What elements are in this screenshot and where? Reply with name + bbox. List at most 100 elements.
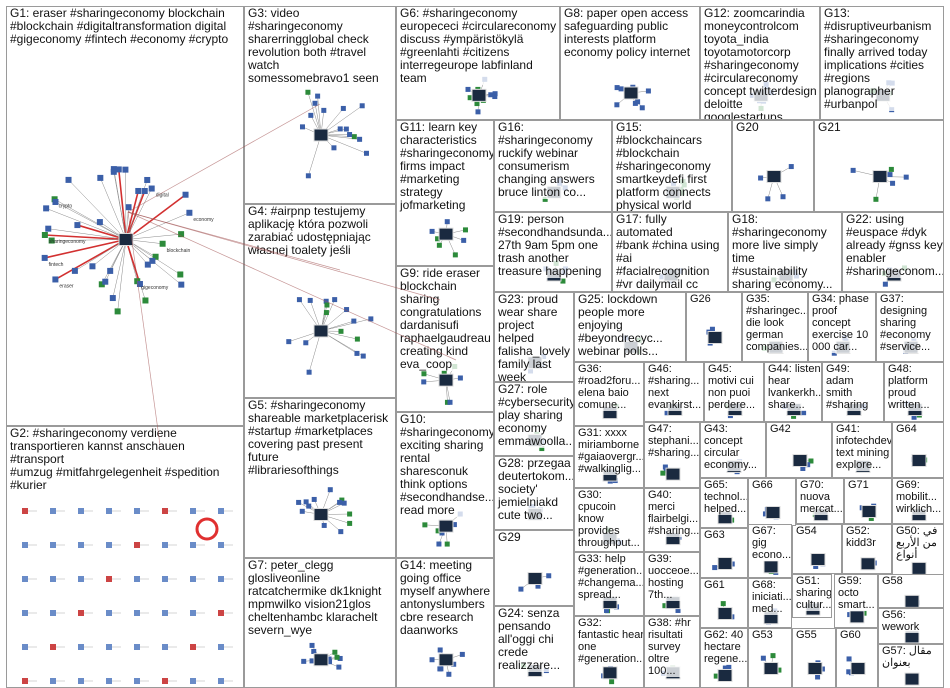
hub-node — [872, 170, 888, 183]
group-panel-g63: G63 — [700, 528, 748, 578]
node — [343, 126, 349, 132]
group-label-g5: G5: #sharingeconomy shareable marketplac… — [247, 399, 395, 477]
group-panel-g11: G11: learn key characteristics #sharinge… — [396, 120, 494, 266]
node — [22, 542, 28, 548]
group-label-g4: G4: #airpnp testujemy aplikację która po… — [247, 204, 372, 257]
node — [102, 278, 109, 285]
group-label-g15: G15: #blockchaincars #blockchain #sharin… — [615, 121, 731, 211]
cluster-graph-g61 — [717, 601, 735, 620]
cluster-graph-g47 — [660, 464, 681, 481]
node — [312, 100, 318, 106]
node — [791, 413, 797, 419]
cluster-graph-g63 — [712, 557, 735, 571]
cluster-graph-g21 — [850, 166, 909, 202]
node — [162, 542, 168, 548]
group-label-g59: G59: octo smart... — [837, 575, 876, 611]
cluster-graph-g42 — [792, 454, 814, 471]
node — [98, 281, 105, 288]
node — [162, 678, 168, 684]
group-panel-g4: G4: #airpnp testujemy aplikację która po… — [244, 204, 396, 398]
hub-node — [765, 506, 781, 519]
node — [178, 231, 185, 238]
node — [762, 511, 768, 517]
node — [332, 649, 338, 655]
group-panel-g54: G54 — [792, 524, 842, 574]
hub-node — [717, 607, 733, 620]
group-panel-g32: G32: fantastic hear one #generation... — [574, 616, 644, 688]
group-panel-g62: G62: 40 hectare regene... — [700, 628, 748, 688]
group-label-g39: G39: uocceoe... hosting 7th... — [647, 553, 699, 601]
node — [134, 678, 140, 684]
group-panel-g36: G36: #road2foru... elena baio comune... — [574, 362, 644, 426]
node — [429, 657, 435, 663]
group-panel-g15: G15: #blockchaincars #blockchain #sharin… — [612, 120, 732, 212]
node — [422, 522, 428, 528]
node — [106, 542, 112, 548]
node — [106, 678, 112, 684]
node — [492, 91, 498, 97]
hub-node — [807, 662, 823, 675]
group-label-g46: G46: #sharing... next evankirst... — [647, 363, 703, 411]
group-panel-g26: G26 — [686, 292, 742, 362]
group-label-g42: G42 — [769, 423, 792, 435]
hub-node — [438, 227, 454, 241]
node — [726, 664, 732, 670]
node — [351, 318, 357, 324]
node — [664, 410, 670, 416]
group-label-g61: G61 — [703, 579, 726, 591]
group-label-g43: G43: concept circular economy... — [703, 423, 758, 471]
cluster-graph-g64 — [911, 454, 928, 467]
hub-node — [665, 467, 681, 481]
edge — [55, 201, 127, 240]
hub-node — [438, 653, 454, 667]
node — [888, 166, 894, 172]
node — [347, 511, 353, 517]
node — [363, 150, 369, 156]
hub-node — [849, 610, 865, 624]
node — [758, 175, 764, 181]
group-panel-g33: G33: help #generation... #changema... sp… — [574, 552, 644, 616]
node — [882, 281, 888, 287]
node — [436, 541, 442, 547]
node — [805, 462, 811, 468]
group-label-g66: G66 — [751, 479, 774, 491]
group-panel-g58: G58 — [878, 574, 944, 608]
group-panel-g6: G6: #sharingeconomy europececi #circular… — [396, 6, 560, 120]
group-panel-g67: G67: gig econo... — [748, 524, 792, 578]
node — [41, 254, 48, 261]
group-label-g45: G45: motivi cui non puoi perdere... — [707, 363, 757, 411]
node — [546, 573, 552, 579]
hub-node — [118, 233, 134, 246]
group-panel-g47: G47: stephani... #sharing... — [644, 422, 700, 488]
node — [22, 576, 28, 582]
node-label: economy — [193, 217, 214, 223]
hub-node — [763, 560, 779, 574]
group-panel-g68: G68: iniciati... med... — [748, 578, 792, 628]
node — [106, 508, 112, 514]
group-panel-g51: G51: sharing cultur... — [792, 574, 832, 618]
hub-node — [904, 594, 920, 607]
cluster-graph-g52 — [860, 557, 877, 571]
group-label-g55: G55 — [795, 629, 818, 641]
group-label-g38: G38: #hr risultati survey oltre 100... — [647, 617, 699, 677]
group-panel-g71: G71 — [844, 478, 892, 524]
node — [331, 145, 337, 151]
node — [22, 610, 28, 616]
cluster-graph-g58 — [904, 594, 920, 607]
node — [437, 647, 443, 653]
node — [435, 528, 441, 534]
hub-node — [810, 553, 826, 566]
group-panel-g64: G64 — [892, 422, 944, 478]
group-panel-g22: G22: using #euspace #dyk already #gnss k… — [842, 212, 944, 292]
node — [296, 297, 302, 303]
node-label: digital — [156, 193, 169, 199]
node — [106, 576, 112, 582]
hub-node — [792, 454, 808, 467]
node — [190, 508, 196, 514]
group-panel-g37: G37: designing sharing #economy #service… — [876, 292, 944, 362]
group-label-g50: G50: في من الأربع أنواع — [895, 525, 939, 561]
node — [159, 240, 166, 247]
node — [560, 278, 566, 284]
node — [337, 126, 343, 132]
group-label-g68: G68: iniciati... med... — [751, 579, 792, 615]
